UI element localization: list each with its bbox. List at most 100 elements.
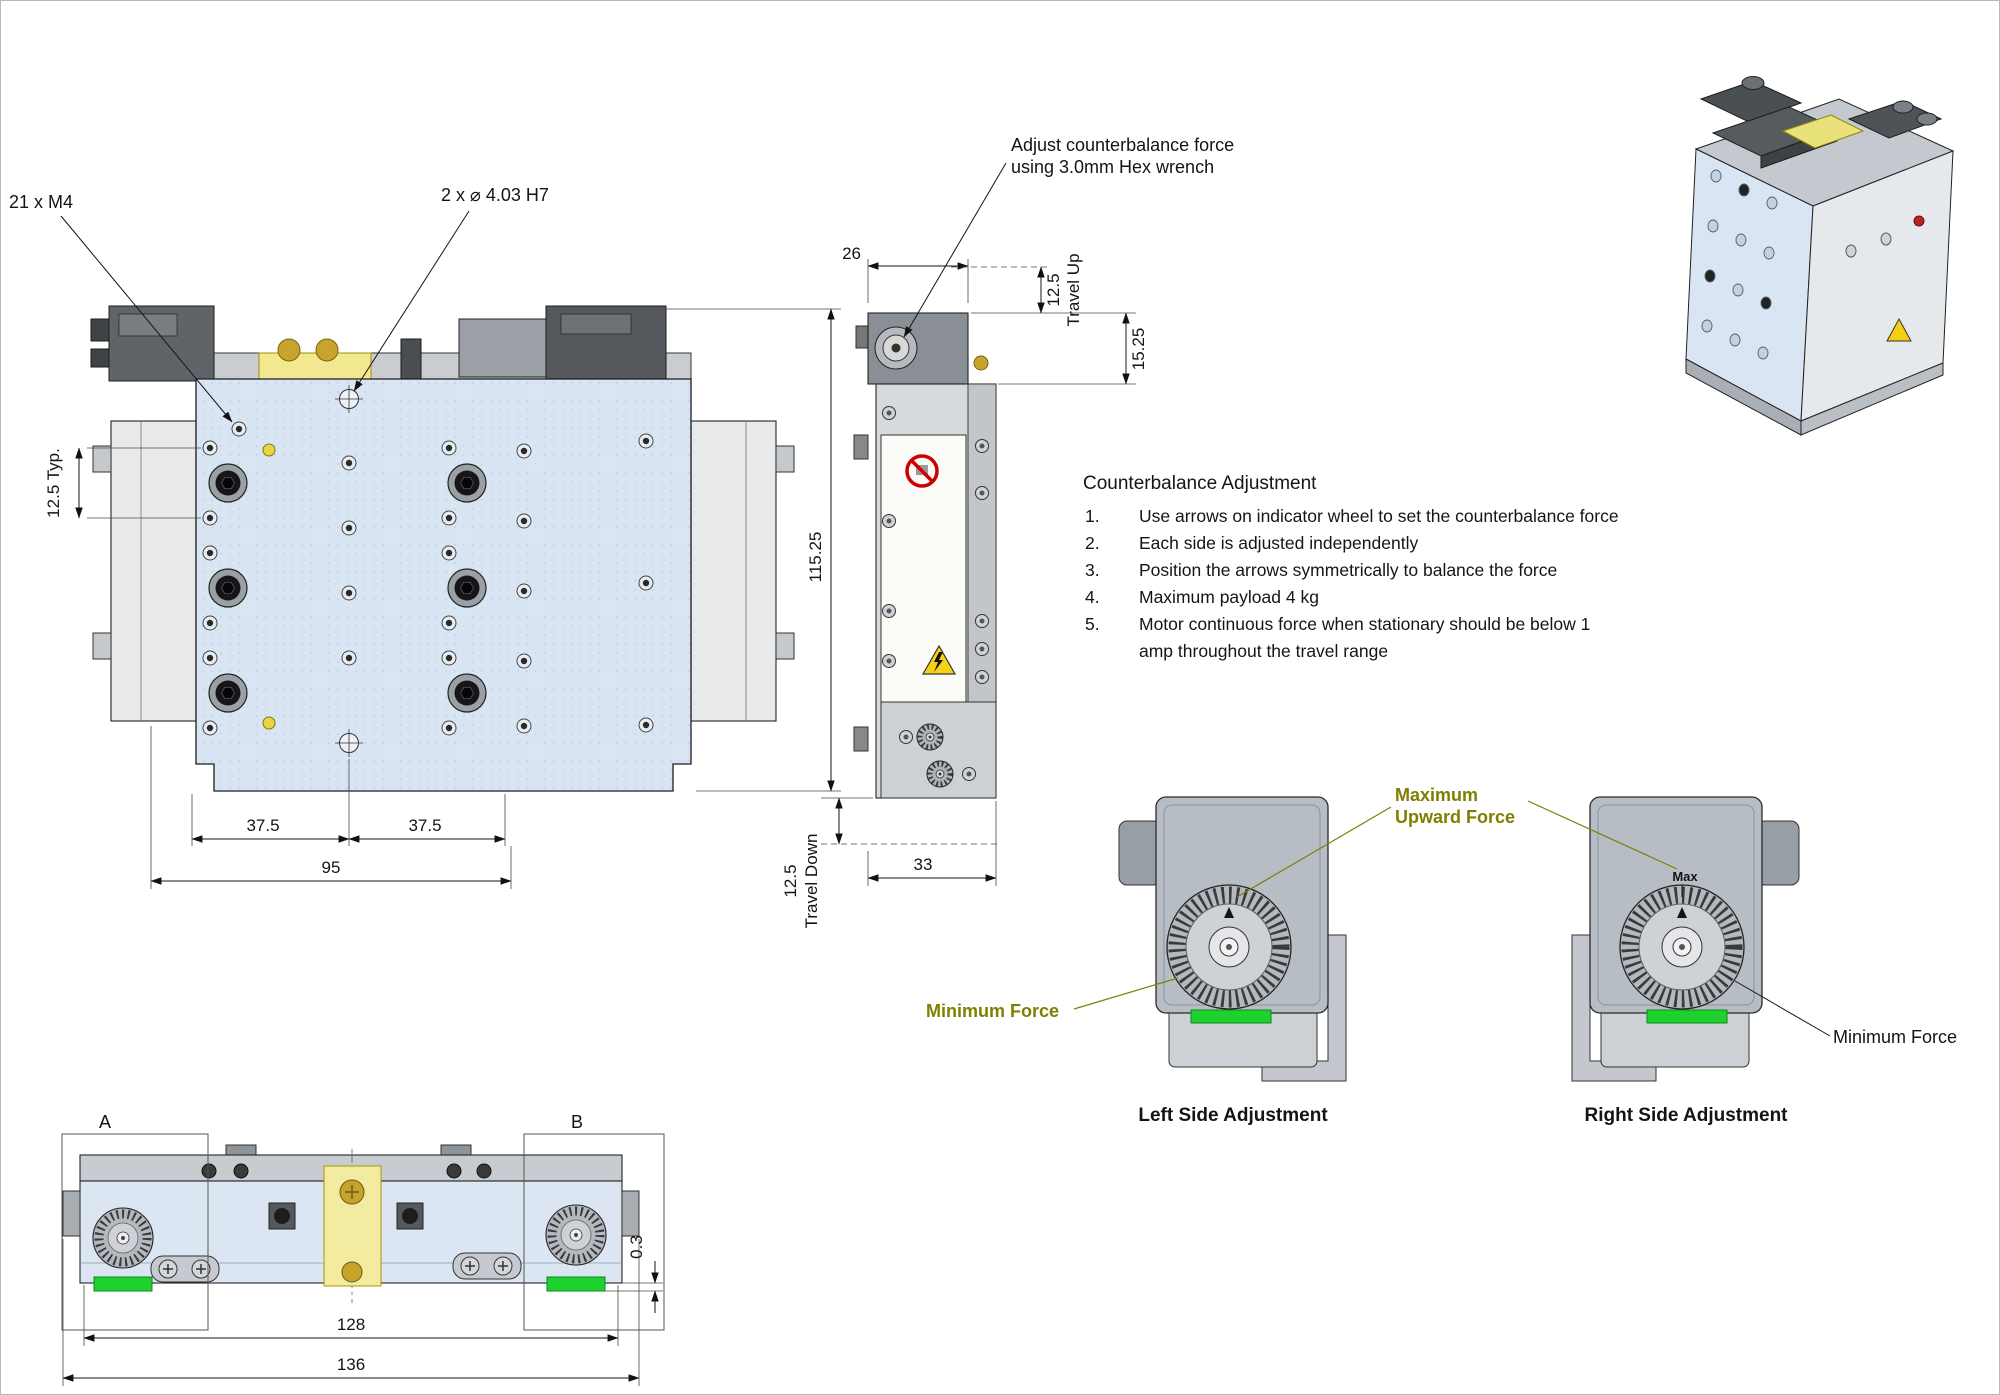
note-item-5: 5. Motor continuous force when stationar…: [1083, 611, 1723, 665]
isometric-view: [1685, 76, 1955, 436]
detail-label-a: A: [99, 1112, 111, 1132]
note-item-4: 4. Maximum payload 4 kg: [1083, 584, 1723, 611]
adjustment-annotations: Maximum Upward Force Minimum Force Minim…: [926, 785, 1957, 1047]
callout-line1: Adjust counterbalance force: [1011, 135, 1234, 155]
no-touch-icon: [905, 454, 939, 488]
note-item-3: 3. Position the arrows symmetrically to …: [1083, 557, 1723, 584]
dim-outer: 136: [337, 1355, 365, 1374]
socket: [268, 1202, 296, 1230]
dim-left-span: 37.5: [246, 816, 279, 835]
adjustment-gear: [927, 761, 953, 787]
detail-box-a: [61, 1133, 209, 1331]
note-number: 5.: [1085, 614, 1100, 634]
dim-depth: 33: [914, 855, 933, 874]
right-adjustment-view: Max Right Side Adjustment: [1571, 796, 1800, 1126]
left-caption: Left Side Adjustment: [1138, 1105, 1328, 1126]
adjustment-gear: [917, 724, 943, 750]
travel-up-label: Travel Up: [1064, 253, 1083, 326]
warning-label-panel: [880, 434, 967, 703]
left-connector-tab: [90, 348, 110, 368]
right-caption: Right Side Adjustment: [1584, 1105, 1788, 1126]
iso-red-indicator: [1913, 215, 1925, 227]
dim-protrusion: 0.3: [627, 1235, 646, 1259]
detail-label-b: B: [571, 1112, 583, 1132]
iso-motor-cap: [1741, 76, 1765, 90]
front-view: 21 x M4 2 x ⌀ 4.03 H7 12.5 Typ. 115.25 3…: [9, 185, 841, 889]
yellow-pin: [262, 716, 276, 730]
max-tick-label: Max: [1672, 869, 1698, 884]
iso-base-strip: [1800, 362, 1944, 436]
side-tab: [855, 325, 869, 349]
iso-side-screw: [1880, 232, 1892, 246]
gold-screw: [341, 1261, 363, 1283]
max-upward-force-line1: Maximum: [1395, 785, 1478, 805]
left-adjustment-view: Left Side Adjustment: [1118, 796, 1347, 1126]
travel-up-value: 12.5: [1044, 273, 1063, 306]
dowel-leader-line: [353, 210, 470, 392]
mounting-plate: [195, 378, 692, 792]
dim-height: 115.25: [806, 532, 825, 583]
dim-pitch: 12.5 Typ.: [44, 448, 63, 518]
left-rail: [110, 420, 197, 722]
dim-right-span: 37.5: [408, 816, 441, 835]
right-rail: [690, 420, 777, 722]
bottom-left-green-indicator: [93, 1276, 153, 1292]
bottom-right-green-indicator: [546, 1276, 606, 1292]
note-text: Each side is adjusted independently: [1139, 533, 1419, 553]
note-item-1: 1. Use arrows on indicator wheel to set …: [1083, 503, 1723, 530]
note-text: Motor continuous force when stationary s…: [1139, 614, 1591, 661]
label-m4: 21 x M4: [9, 192, 73, 212]
iso-connector-barrel: [1916, 112, 1938, 126]
side-tab: [853, 434, 869, 460]
note-number: 3.: [1085, 560, 1100, 580]
bottom-left-dial: [93, 1208, 153, 1268]
note-number: 2.: [1085, 533, 1100, 553]
note-item-2: 2. Each side is adjusted independently: [1083, 530, 1723, 557]
iso-connector-block: [1847, 100, 1943, 139]
connector-plate: [258, 352, 372, 380]
min-force-right-label: Minimum Force: [1833, 1027, 1957, 1047]
iso-plate-holes: [1701, 169, 1778, 360]
iso-warning-triangle-icon: [1886, 317, 1912, 342]
min-force-left-label: Minimum Force: [926, 1001, 1059, 1021]
bottom-tab: [225, 1144, 257, 1156]
left-indicator-wheel: [1167, 885, 1291, 1009]
travel-down-label: Travel Down: [802, 834, 821, 929]
side-view: Adjust counterbalance force using 3.0mm …: [781, 135, 1234, 928]
max-force-leader-right: [1527, 800, 1678, 870]
max-force-leader-left: [1236, 806, 1392, 898]
warning-triangle-icon: [921, 644, 957, 675]
note-text: Use arrows on indicator wheel to set the…: [1139, 506, 1619, 526]
center-post: [400, 338, 422, 380]
iso-connector-plate: [1781, 114, 1865, 149]
dim-top-width: 26: [842, 244, 861, 263]
dim-offset: 15.25: [1129, 328, 1148, 371]
note-number: 1.: [1085, 506, 1100, 526]
detail-box-b: [523, 1133, 665, 1331]
label-dowel-hole: 2 x ⌀ 4.03 H7: [441, 185, 549, 205]
notes-title: Counterbalance Adjustment: [1083, 473, 1317, 494]
bottom-right-dial: [546, 1205, 606, 1265]
plate-hole-pattern: [202, 384, 654, 758]
left-green-indicator: [1190, 1009, 1272, 1024]
gold-connector: [315, 338, 339, 362]
gold-connector: [277, 338, 301, 362]
right-motor-bracket: [458, 318, 548, 378]
iso-connector-barrel: [1892, 100, 1914, 114]
min-force-left-leader: [1073, 977, 1179, 1010]
left-motor-boss: [1118, 820, 1162, 886]
dim-width: 95: [322, 858, 341, 877]
note-text: Position the arrows symmetrically to bal…: [1139, 560, 1558, 580]
bottom-view: A B 128 136 0.3: [61, 1112, 665, 1386]
socket: [396, 1202, 424, 1230]
callout-leader-line: [903, 162, 1007, 338]
note-text: Maximum payload 4 kg: [1139, 587, 1319, 607]
left-connector-tab: [90, 318, 110, 342]
max-upward-force-line2: Upward Force: [1395, 807, 1515, 827]
travel-down-value: 12.5: [781, 864, 800, 897]
min-force-right-leader: [1734, 980, 1831, 1037]
iso-side-screw: [1845, 244, 1857, 258]
left-rail-tab: [92, 632, 112, 660]
